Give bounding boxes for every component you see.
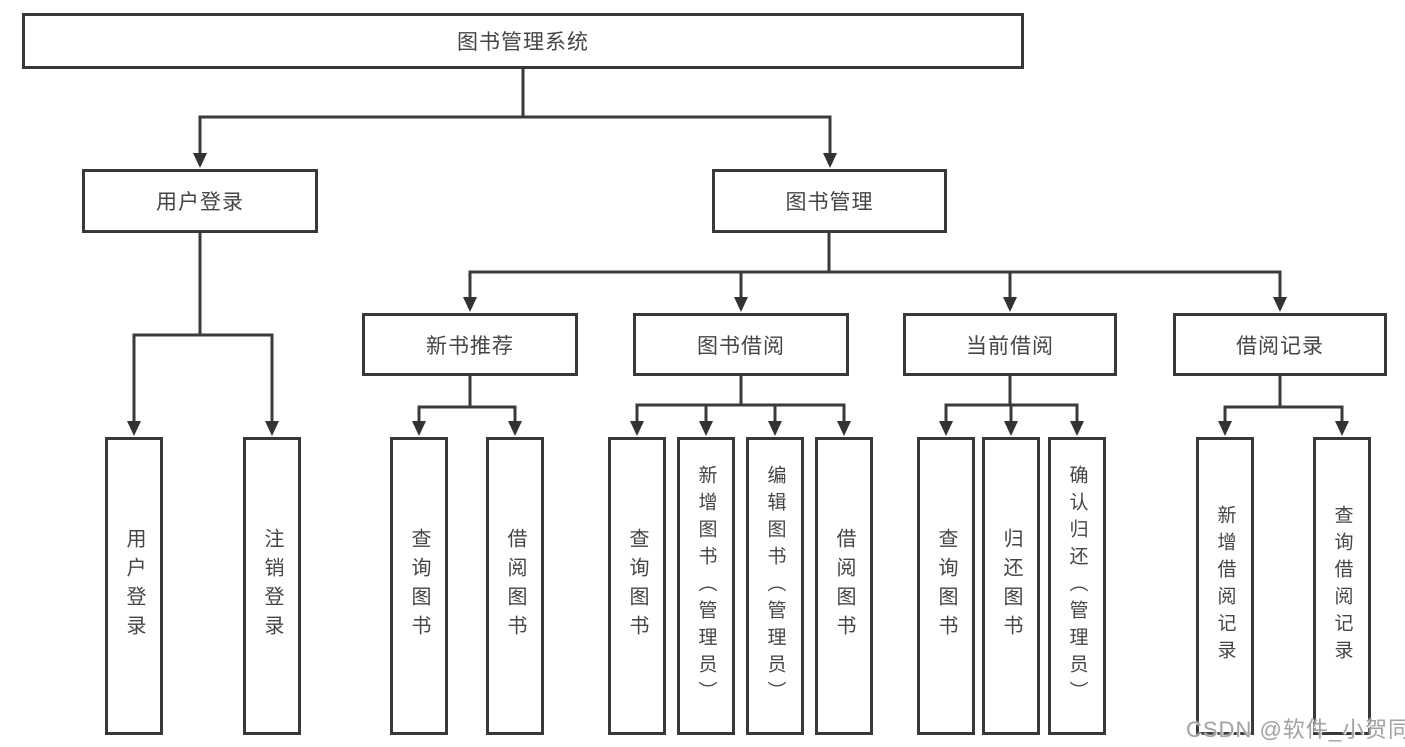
connector-arrow <box>1273 297 1287 312</box>
node-label: 编辑图书（管理员） <box>764 464 786 708</box>
node-label: 用户登录 <box>123 528 145 644</box>
connector-arrow <box>1003 297 1017 312</box>
connector-arrow <box>1335 421 1349 436</box>
node-label: 图书管理 <box>785 191 874 214</box>
connector-arrow <box>734 297 748 312</box>
leaf-current-confirm-return-admin: 确认归还（管理员） <box>1048 437 1106 735</box>
leaf-records-add-borrow-record: 新增借阅记录 <box>1196 437 1254 735</box>
leaf-user-login: 用户登录 <box>105 437 163 735</box>
connector-arrow <box>193 153 207 168</box>
leaf-current-query-books: 查询图书 <box>917 437 975 735</box>
leaf-borrowing-borrow-books: 借阅图书 <box>815 437 873 735</box>
csdn-watermark: CSDN @软件_小贺同学 <box>1186 717 1405 742</box>
node-label: 借阅记录 <box>1236 334 1324 358</box>
leaf-logout: 注销登录 <box>243 437 301 735</box>
connector-arrow <box>412 421 426 436</box>
node-label: 归还图书 <box>1000 528 1022 644</box>
connector-arrow <box>463 297 477 312</box>
node-label: 借阅图书 <box>504 528 526 644</box>
leaf-borrowing-query-books: 查询图书 <box>608 437 666 735</box>
node-label: 新书推荐 <box>426 334 514 358</box>
node-label: 图书管理系统 <box>457 31 589 54</box>
leaf-borrowing-add-books-admin: 新增图书（管理员） <box>677 437 735 735</box>
connector-arrow <box>939 421 953 436</box>
connector-arrow <box>768 421 782 436</box>
node-library-management-system: 图书管理系统 <box>22 13 1024 69</box>
node-label: 新增借阅记录 <box>1214 505 1236 667</box>
node-current-borrowing: 当前借阅 <box>903 313 1117 376</box>
connector-arrow <box>265 421 279 436</box>
leaf-newrec-borrow-books: 借阅图书 <box>486 437 544 735</box>
connector-arrow <box>630 421 644 436</box>
connector-arrow <box>508 421 522 436</box>
connector-arrow <box>837 421 851 436</box>
node-borrowing-records: 借阅记录 <box>1173 313 1387 376</box>
node-label: 注销登录 <box>261 528 283 644</box>
leaf-borrowing-edit-books-admin: 编辑图书（管理员） <box>746 437 804 735</box>
leaf-newrec-query-books: 查询图书 <box>390 437 448 735</box>
node-label: 用户登录 <box>156 191 244 214</box>
node-label: 确认归还（管理员） <box>1066 464 1088 708</box>
node-label: 当前借阅 <box>966 334 1054 358</box>
node-label: 新增图书（管理员） <box>695 464 717 708</box>
node-label: 查询借阅记录 <box>1331 505 1353 667</box>
node-label: 查询图书 <box>408 528 430 644</box>
connector-arrow <box>699 421 713 436</box>
node-label: 图书借阅 <box>697 334 785 358</box>
node-label: 查询图书 <box>935 528 957 644</box>
node-book-borrowing: 图书借阅 <box>633 313 849 376</box>
connector-arrow <box>127 421 141 436</box>
node-new-book-recommendation: 新书推荐 <box>362 313 578 376</box>
leaf-current-return-books: 归还图书 <box>982 437 1040 735</box>
connector-arrow <box>1004 421 1018 436</box>
connector-arrow <box>1218 421 1232 436</box>
leaf-records-query-borrow-record: 查询借阅记录 <box>1313 437 1371 735</box>
node-user-login: 用户登录 <box>82 169 318 233</box>
connector-arrow <box>1070 421 1084 436</box>
node-label: 查询图书 <box>626 528 648 644</box>
connector-arrow <box>823 153 837 168</box>
node-label: 借阅图书 <box>833 528 855 644</box>
node-book-management: 图书管理 <box>712 169 947 233</box>
